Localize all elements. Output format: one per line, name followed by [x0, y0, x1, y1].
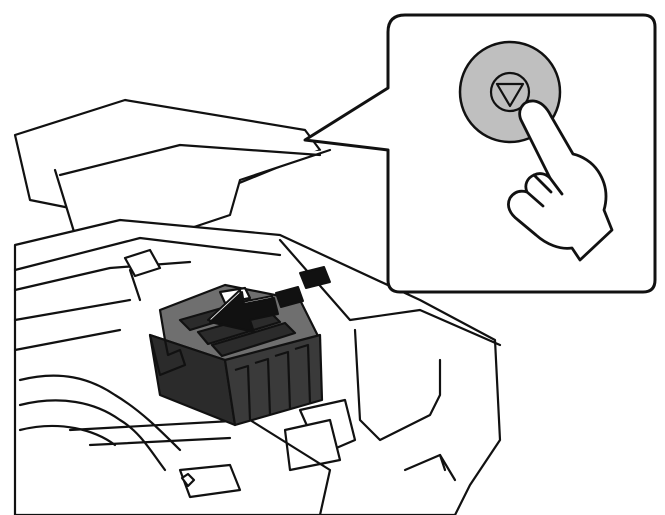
- movement-arrow-icon: [207, 266, 331, 333]
- pressing-hand-icon: [507, 99, 614, 262]
